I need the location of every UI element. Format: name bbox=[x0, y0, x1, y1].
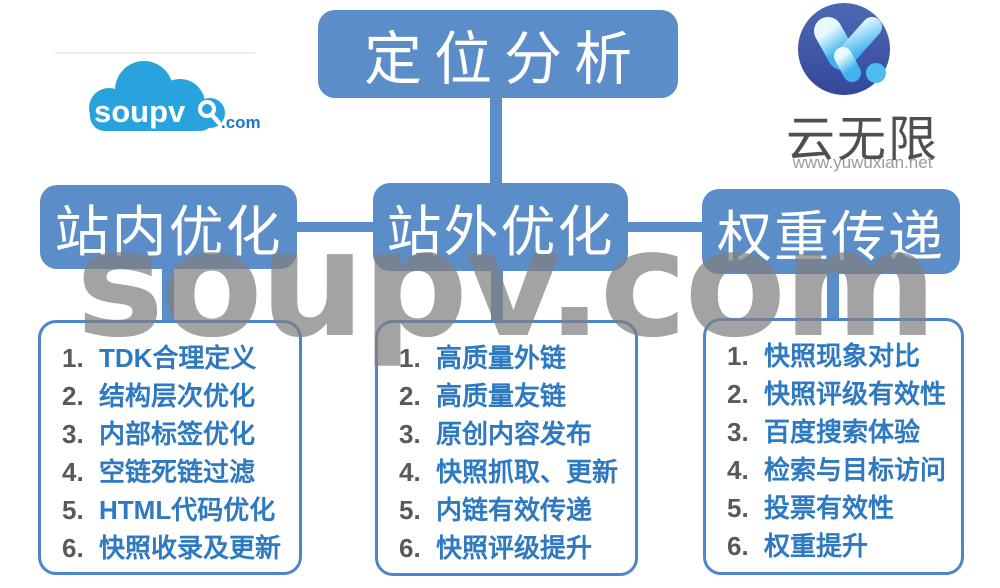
list-box-onsite: 1. TDK合理定义 2. 结构层次优化 3. 内部标签优化 4. 空链死链过滤… bbox=[38, 320, 302, 575]
list-item: 3. 原创内容发布 bbox=[399, 414, 635, 452]
item-text: 快照现象对比 bbox=[764, 341, 921, 371]
item-text: 结构层次优化 bbox=[99, 381, 256, 411]
yunwuxian-logo-title: 云无限 bbox=[785, 113, 939, 167]
item-text: 快照评级有效性 bbox=[764, 379, 947, 409]
list-item: 5. 投票有效性 bbox=[727, 488, 961, 526]
item-number: 2. bbox=[727, 379, 749, 409]
item-number: 2. bbox=[62, 381, 84, 411]
item-number: 4. bbox=[727, 455, 749, 485]
item-text: 高质量外链 bbox=[436, 343, 567, 373]
item-text: 检索与目标访问 bbox=[764, 455, 947, 485]
item-text: 投票有效性 bbox=[764, 493, 895, 523]
list-item: 3. 内部标签优化 bbox=[62, 414, 299, 452]
list-item: 3. 百度搜索体验 bbox=[727, 412, 961, 450]
list-item: 5. 内链有效传递 bbox=[399, 490, 635, 528]
item-number: 2. bbox=[399, 381, 421, 411]
yunwuxian-logo-icon bbox=[798, 3, 890, 95]
connector-right-horizontal bbox=[625, 222, 705, 232]
item-number: 5. bbox=[727, 493, 749, 523]
item-text: TDK合理定义 bbox=[99, 343, 257, 373]
item-number: 6. bbox=[62, 533, 84, 563]
branch-node-label: 权重传递 bbox=[716, 205, 945, 268]
item-number: 6. bbox=[399, 533, 421, 563]
root-node-label: 定位分析 bbox=[363, 27, 644, 92]
item-number: 1. bbox=[62, 343, 84, 373]
list-item: 2. 快照评级有效性 bbox=[727, 374, 961, 412]
item-text: 内部标签优化 bbox=[99, 419, 256, 449]
cloud-icon bbox=[89, 61, 225, 131]
list-item: 1. 快照现象对比 bbox=[727, 336, 961, 374]
connector-root-vertical bbox=[490, 96, 502, 188]
list-item: 2. 高质量友链 bbox=[399, 376, 635, 414]
item-text: 空链死链过滤 bbox=[99, 457, 256, 487]
branch-node-weight-transfer: 权重传递 bbox=[702, 189, 960, 274]
list-item: 2. 结构层次优化 bbox=[62, 376, 299, 414]
liquid-y-icon bbox=[814, 17, 882, 82]
item-text: HTML代码优化 bbox=[99, 495, 276, 525]
item-number: 4. bbox=[399, 457, 421, 487]
divider-line bbox=[55, 52, 255, 54]
list-item: 6. 权重提升 bbox=[727, 526, 961, 564]
list-item: 4. 快照抓取、更新 bbox=[399, 452, 635, 490]
item-number: 3. bbox=[62, 419, 84, 449]
magnifier-icon bbox=[198, 100, 222, 126]
item-text: 高质量友链 bbox=[436, 381, 567, 411]
branch-node-onsite-optimization: 站内优化 bbox=[40, 185, 297, 269]
list-item: 5. HTML代码优化 bbox=[62, 490, 299, 528]
item-text: 权重提升 bbox=[764, 531, 869, 561]
list-item: 4. 空链死链过滤 bbox=[62, 452, 299, 490]
root-node-positioning-analysis: 定位分析 bbox=[318, 10, 678, 98]
item-number: 5. bbox=[62, 495, 84, 525]
connector-weight-vertical bbox=[827, 270, 839, 322]
branch-node-label: 站外优化 bbox=[386, 201, 615, 263]
item-number: 1. bbox=[399, 343, 421, 373]
item-text: 内链有效传递 bbox=[436, 495, 593, 525]
list-item: 6. 快照收录及更新 bbox=[62, 528, 299, 566]
connector-left-horizontal bbox=[294, 222, 376, 232]
branch-node-offsite-optimization: 站外优化 bbox=[373, 183, 628, 271]
list-item: 1. 高质量外链 bbox=[399, 338, 635, 376]
item-number: 3. bbox=[727, 417, 749, 447]
connector-onsite-vertical bbox=[162, 265, 174, 323]
yunwuxian-logo-url: www.yuwuxian.net bbox=[792, 153, 933, 172]
soupv-logo: soupv .com bbox=[89, 61, 261, 132]
item-number: 6. bbox=[727, 531, 749, 561]
soupv-logo-text: soupv bbox=[94, 94, 186, 129]
item-text: 百度搜索体验 bbox=[764, 417, 921, 447]
soupv-logo-tld: .com bbox=[221, 113, 261, 132]
item-text: 原创内容发布 bbox=[436, 419, 593, 449]
item-number: 3. bbox=[399, 419, 421, 449]
branch-node-label: 站内优化 bbox=[54, 201, 283, 263]
item-text: 快照抓取、更新 bbox=[436, 457, 619, 487]
item-text: 快照收录及更新 bbox=[99, 533, 282, 563]
connector-offsite-vertical bbox=[491, 268, 503, 323]
item-number: 5. bbox=[399, 495, 421, 525]
list-item: 6. 快照评级提升 bbox=[399, 528, 635, 566]
list-box-offsite: 1. 高质量外链 2. 高质量友链 3. 原创内容发布 4. 快照抓取、更新 5… bbox=[375, 320, 638, 576]
list-item: 4. 检索与目标访问 bbox=[727, 450, 961, 488]
item-number: 1. bbox=[727, 341, 749, 371]
item-text: 快照评级提升 bbox=[436, 533, 593, 563]
item-number: 4. bbox=[62, 457, 84, 487]
list-box-weight: 1. 快照现象对比 2. 快照评级有效性 3. 百度搜索体验 4. 检索与目标访… bbox=[703, 318, 964, 575]
list-item: 1. TDK合理定义 bbox=[62, 338, 299, 376]
